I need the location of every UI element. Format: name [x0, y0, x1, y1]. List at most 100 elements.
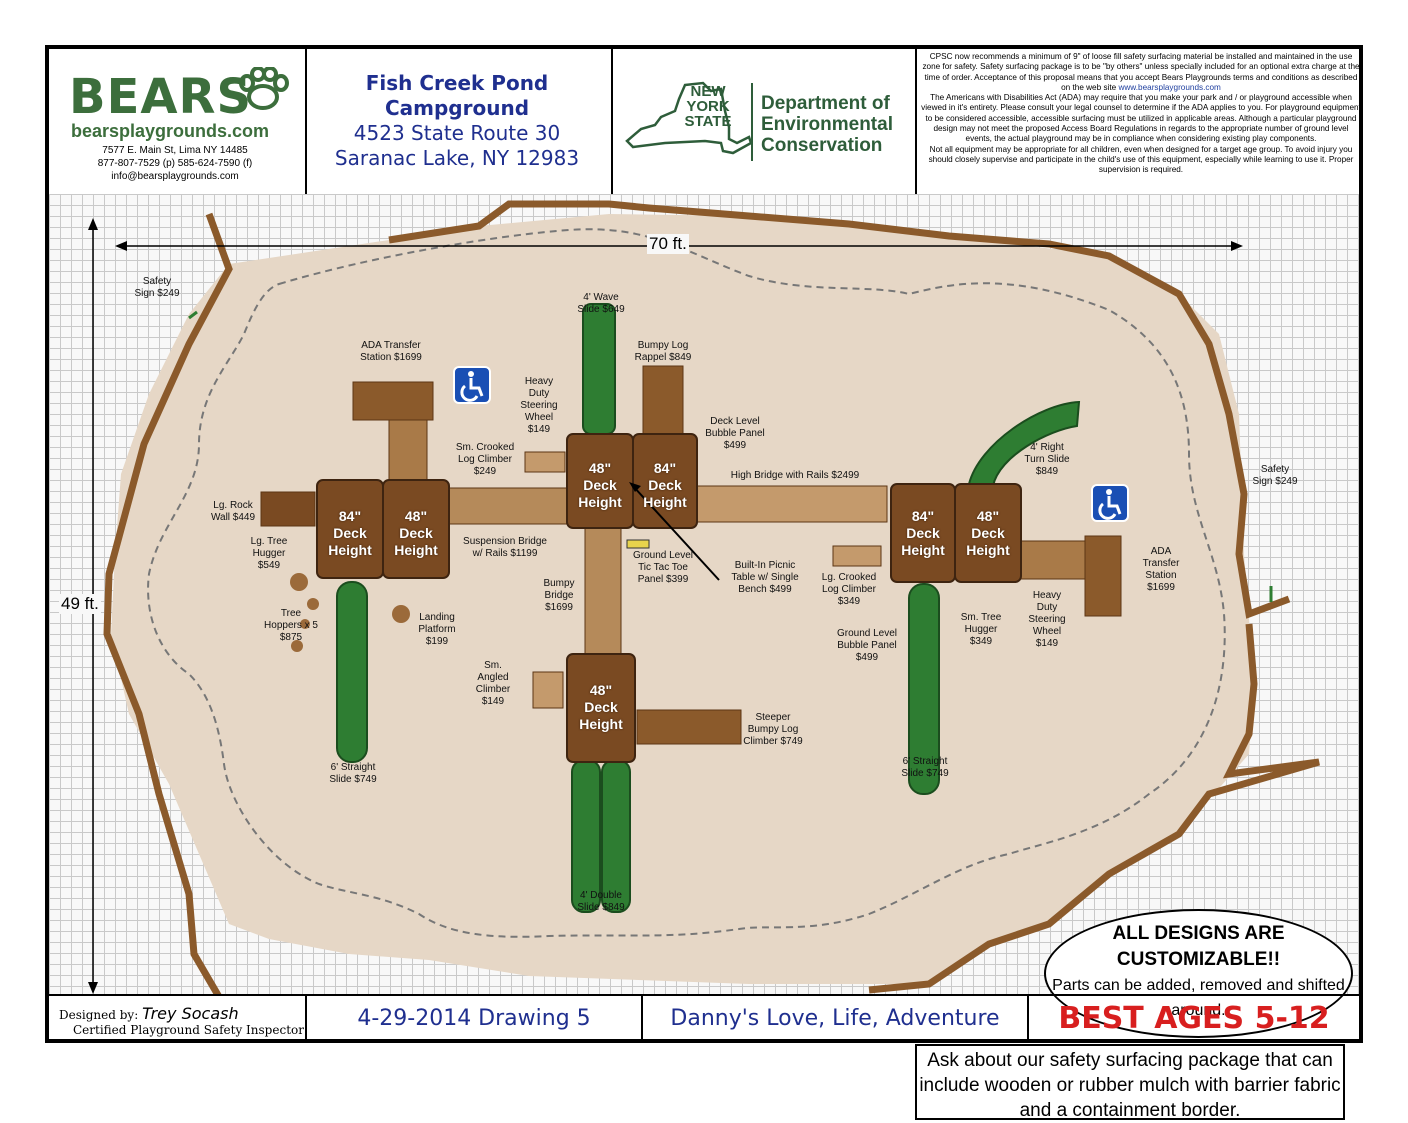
ada-transfer-left [352, 381, 434, 421]
tree-hopper [300, 619, 310, 629]
bears-logo-block: BEARS bearsplaygrounds.com 7577 E. Main … [49, 49, 307, 194]
crooked-log-climber-small [524, 451, 566, 473]
accessibility-icon [453, 366, 491, 404]
straight-slide-left [336, 581, 368, 763]
deck-group-center [566, 433, 698, 763]
dec-line3: Conservation [761, 135, 883, 156]
customizable-body: Parts can be added, removed and shifted … [1052, 977, 1345, 1019]
project-city: Saranac Lake, NY 12983 [334, 146, 580, 170]
brand-url: bearsplaygrounds.com [71, 121, 270, 141]
accessibility-icon [1091, 484, 1129, 522]
ada-transfer-right [1084, 535, 1122, 617]
timber-border [103, 212, 233, 994]
angled-climber [532, 671, 564, 709]
rock-wall [260, 491, 316, 527]
company-email: info@bearsplaygrounds.com [111, 171, 239, 182]
company-contact: 7577 E. Main St, Lima NY 14485 877-807-7… [49, 144, 301, 183]
best-ages: BEST AGES 5-12 [1058, 1001, 1330, 1036]
ages-block: BEST AGES 5-12 [1029, 996, 1359, 1043]
disclaimer-block: CPSC now recommends a minimum of 9" of l… [917, 49, 1361, 194]
agency-logo-block: NEW YORK STATE Department of Environment… [613, 49, 917, 194]
project-street: 4523 State Route 30 [353, 121, 561, 145]
ada-disclaimer: The Americans with Disabilities Act (ADA… [921, 93, 1361, 144]
deck-group-left [316, 479, 450, 579]
surfacing-note: Ask about our safety surfacing package t… [915, 1044, 1345, 1121]
ada-steps-right [1020, 540, 1086, 580]
project-info: Fish Creek Pond Campground 4523 State Ro… [307, 71, 607, 171]
design-title-block: Danny's Love, Life, Adventure [643, 996, 1029, 1043]
dec-line2: Environmental [761, 114, 893, 135]
designed-by-label: Designed by: [59, 1008, 139, 1022]
title-block-header: BEARS bearsplaygrounds.com 7577 E. Main … [49, 49, 1361, 196]
project-name-line2: Campground [384, 96, 530, 120]
designed-by: Designed by: Trey Socash [59, 1004, 239, 1023]
height-dimension: 49 ft. [59, 594, 101, 614]
paw-print-icon [239, 67, 289, 110]
designer-signature: Trey Socash [142, 1004, 239, 1023]
disclaimer-text: CPSC now recommends a minimum of 9" of l… [921, 52, 1361, 176]
deck [954, 483, 1022, 583]
landing-platform [392, 605, 410, 623]
suspension-bridge [446, 487, 568, 525]
crooked-log-climber-large [832, 545, 882, 567]
disclaimer-link[interactable]: www.bearsplaygrounds.com [1118, 82, 1221, 92]
straight-slide-right [908, 583, 940, 795]
steeper-log-climber [636, 709, 742, 745]
surfacing-area [111, 214, 1254, 984]
project-block: Fish Creek Pond Campground 4523 State Ro… [307, 49, 613, 194]
width-dimension: 70 ft. [647, 234, 689, 254]
tree-hopper [307, 598, 319, 610]
customizable-title: ALL DESIGNS ARE CUSTOMIZABLE!! [1112, 923, 1285, 970]
company-phone: 877-807-7529 (p) 585-624-7590 (f) [97, 158, 253, 169]
agency-divider [751, 83, 753, 161]
tree-hopper [291, 640, 303, 652]
timber-border-right [868, 623, 1320, 994]
cpsc-disclaimer: CPSC now recommends a minimum of 9" of l… [922, 52, 1360, 92]
new-york-state-outline-icon [625, 81, 753, 155]
new-york-state-wordmark: NEW YORK STATE [684, 83, 732, 130]
drawing-number-block: 4-29-2014 Drawing 5 [307, 996, 643, 1043]
dec-wordmark: Department of Environmental Conservation [761, 93, 893, 156]
bumpy-bridge [584, 525, 622, 655]
timber-border-top [388, 200, 1291, 619]
dec-line1: Department of [761, 93, 890, 114]
safety-sign-left-post [188, 310, 198, 320]
project-name-line1: Fish Creek Pond [365, 71, 549, 95]
customizable-callout: ALL DESIGNS ARE CUSTOMIZABLE!! Parts can… [1044, 909, 1353, 1038]
turn-slide [967, 400, 1081, 488]
tic-tac-toe-panel [626, 539, 650, 549]
wave-slide [582, 303, 616, 435]
deck [566, 653, 636, 763]
designer-title: Certified Playground Safety Inspector [73, 1023, 304, 1037]
label-high-bridge: High Bridge with Rails $2499 [730, 470, 860, 481]
use-zone-line [147, 228, 1226, 938]
title-block-footer: Designed by: Trey Socash Certified Playg… [49, 994, 1359, 1045]
